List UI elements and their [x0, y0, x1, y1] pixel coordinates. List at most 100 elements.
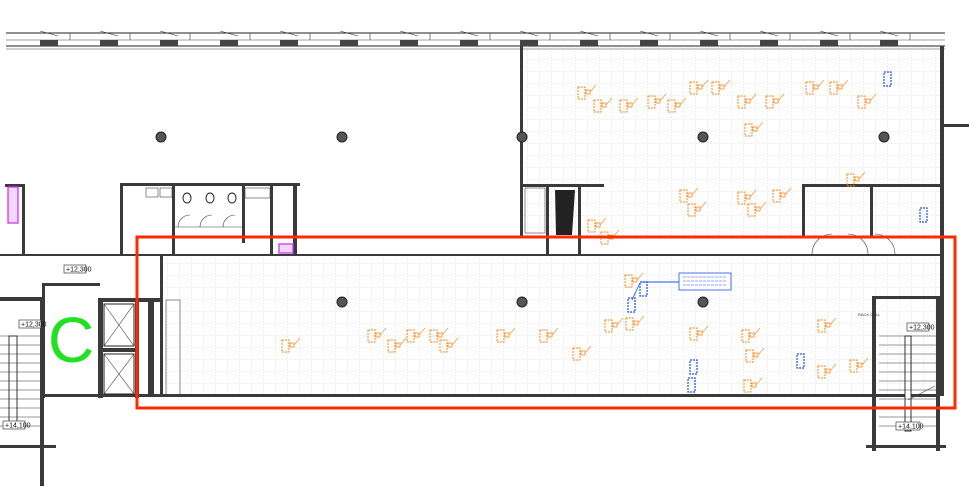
- column: [697, 131, 709, 143]
- facade-panel: [100, 40, 118, 46]
- grid-area-upper: [522, 46, 942, 238]
- level-marker-left-bottom: +14,100: [2, 420, 31, 430]
- device-tag: [572, 345, 592, 361]
- device-tag: [817, 317, 837, 333]
- device-tag: [743, 377, 763, 393]
- device-tag: [741, 327, 761, 343]
- structural-columns: [155, 131, 890, 308]
- facade-panel: [640, 40, 658, 46]
- level-marker-right-bottom: +14,100: [895, 421, 924, 431]
- window-swing: [39, 30, 59, 37]
- facade-panel: [880, 40, 898, 46]
- device-tag: [647, 93, 667, 109]
- window-swing: [399, 30, 419, 37]
- network-tag: [919, 207, 928, 223]
- device-tag: [817, 363, 837, 379]
- device-tag: [625, 315, 645, 331]
- window-swing: [759, 30, 779, 37]
- riser-right: [278, 243, 294, 254]
- facade-panel: [280, 40, 298, 46]
- device-tag: [496, 327, 516, 343]
- window-swing: [819, 30, 839, 37]
- window-swing: [459, 30, 479, 37]
- device-tag: [593, 97, 613, 113]
- level-text: +12,300: [21, 322, 47, 329]
- column: [516, 296, 528, 308]
- facade-panel: [820, 40, 838, 46]
- facade-panel: [160, 40, 178, 46]
- network-tag: [883, 71, 892, 87]
- window-swing: [639, 30, 659, 37]
- grid-area-lower: [160, 256, 942, 394]
- column: [155, 131, 167, 143]
- device-tag: [765, 93, 785, 109]
- device-tag: [577, 84, 597, 100]
- left-stair: [0, 335, 40, 427]
- network-tag: [689, 359, 698, 375]
- device-tag: [772, 187, 792, 203]
- device-tag: [367, 327, 387, 343]
- network-tag: [796, 353, 805, 369]
- facade-panel: [760, 40, 778, 46]
- network-legend: [631, 272, 732, 301]
- device-tag: [679, 187, 699, 203]
- device-tag: [587, 217, 607, 233]
- device-tag: [849, 357, 869, 373]
- device-tag: [387, 337, 407, 353]
- device-tag: [747, 201, 767, 217]
- column: [516, 131, 528, 143]
- network-tag: [627, 297, 636, 313]
- column: [336, 131, 348, 143]
- device-tag: [439, 337, 459, 353]
- window-swing: [99, 30, 119, 37]
- window-swing: [339, 30, 359, 37]
- lift-shafts: [103, 299, 181, 396]
- column: [878, 131, 890, 143]
- riser-left: [7, 186, 19, 224]
- level-text: +12,300: [909, 325, 935, 332]
- device-tag: [406, 327, 426, 343]
- device-tag: [744, 121, 764, 137]
- column: [697, 296, 709, 308]
- facade-panel: [340, 40, 358, 46]
- window-swing: [519, 30, 539, 37]
- device-tag: [604, 317, 624, 333]
- device-tag: [737, 93, 757, 109]
- window-swing: [579, 30, 599, 37]
- toilet-block: [145, 187, 896, 255]
- device-tag: [429, 327, 449, 343]
- window-swing: [219, 30, 239, 37]
- rack-label: RACK CELL: [858, 312, 881, 317]
- highlight-selection[interactable]: [135, 235, 957, 410]
- facade-panel: [580, 40, 598, 46]
- facade-panel: [400, 40, 418, 46]
- device-tag: [711, 79, 731, 95]
- device-tag: [539, 327, 559, 343]
- window-swing: [699, 30, 719, 37]
- device-tag: [624, 272, 644, 288]
- level-text: +14,100: [5, 423, 31, 430]
- column: [336, 296, 348, 308]
- level-marker-core: +12,300: [63, 264, 92, 274]
- device-tag: [745, 347, 765, 363]
- level-text: +14,100: [898, 424, 924, 431]
- right-stair: [879, 335, 936, 432]
- window-swing: [279, 30, 299, 37]
- network-tag: [687, 377, 696, 393]
- level-marker-right-top: +12,300: [906, 322, 935, 332]
- device-tag: [667, 97, 687, 113]
- window-swing: [879, 30, 899, 37]
- device-tag: [689, 79, 709, 95]
- level-marker-left-top: +12,300: [18, 319, 47, 329]
- device-tag: [737, 189, 757, 205]
- north-facade: [6, 30, 945, 50]
- facade-panel: [220, 40, 238, 46]
- device-tag: [857, 93, 877, 109]
- device-tag: [281, 337, 301, 353]
- device-tag: [687, 201, 707, 217]
- window-swing: [159, 30, 179, 37]
- facade-panel: [700, 40, 718, 46]
- facade-panel: [40, 40, 58, 46]
- device-tag: [689, 325, 709, 341]
